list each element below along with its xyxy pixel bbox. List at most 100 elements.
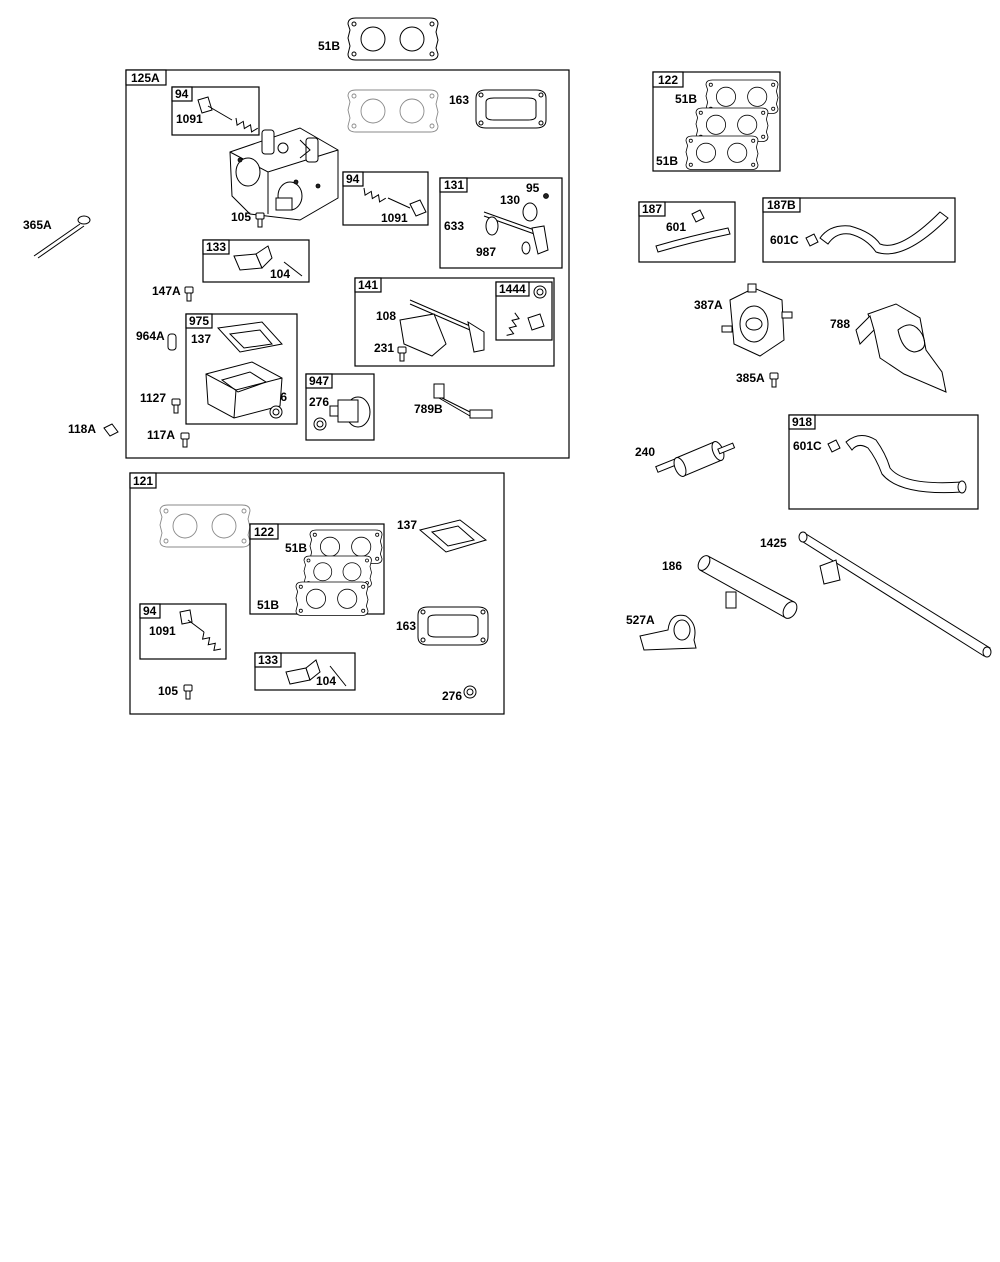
label-788: 788 bbox=[830, 317, 850, 331]
group-947-box bbox=[305, 373, 375, 441]
group-133-a-tag bbox=[202, 239, 230, 255]
solenoid-947 bbox=[313, 396, 371, 431]
carburetor-body bbox=[229, 127, 339, 221]
gasket-163-b bbox=[417, 606, 489, 646]
group-94-a-box bbox=[171, 86, 260, 136]
label-240: 240 bbox=[635, 445, 655, 459]
label-117A: 117A bbox=[147, 428, 175, 442]
group-121-tag bbox=[129, 472, 157, 489]
group-131-label: 131 bbox=[444, 178, 464, 192]
group-122-a-box bbox=[652, 71, 781, 172]
float-bowl-975 bbox=[205, 321, 283, 419]
label-163-b: 163 bbox=[396, 619, 416, 633]
group-141-label: 141 bbox=[358, 278, 378, 292]
clamp-527A bbox=[639, 614, 697, 651]
label-105-a: 105 bbox=[231, 210, 251, 224]
label-104-a: 104 bbox=[270, 267, 290, 281]
group-187-label: 187 bbox=[642, 202, 662, 216]
group-187B-label: 187B bbox=[767, 198, 796, 212]
group-133-b-box bbox=[254, 652, 356, 691]
parts-1444 bbox=[506, 285, 547, 338]
gasket-ghost-121 bbox=[159, 504, 251, 548]
gasket-51B-top bbox=[347, 17, 439, 61]
label-1127: 1127 bbox=[140, 391, 166, 405]
fuel-pump-387A bbox=[721, 283, 793, 357]
tube-1425 bbox=[798, 531, 992, 658]
label-104-b: 104 bbox=[316, 674, 336, 688]
group-125A-box bbox=[125, 69, 570, 459]
screw-1127 bbox=[171, 398, 181, 414]
group-947-label: 947 bbox=[309, 374, 329, 388]
group-131-tag bbox=[439, 177, 468, 193]
group-122-b-tag bbox=[249, 523, 279, 540]
label-1091-b: 1091 bbox=[381, 211, 408, 225]
group-133-b-tag bbox=[254, 652, 282, 668]
label-601C-a: 601C bbox=[770, 233, 799, 247]
group-133-a-box bbox=[202, 239, 310, 283]
label-964A: 964A bbox=[136, 329, 165, 343]
group-94-b-box bbox=[342, 171, 429, 226]
group-1444-tag bbox=[495, 281, 530, 297]
label-186: 186 bbox=[662, 559, 682, 573]
group-187B-box bbox=[762, 197, 956, 263]
fuel-line-187B bbox=[805, 211, 949, 255]
needle-screw-a bbox=[197, 96, 259, 135]
group-94-b-label: 94 bbox=[346, 172, 360, 186]
group-122-a-tag bbox=[652, 71, 684, 88]
group-918-box bbox=[788, 414, 979, 510]
float-133-b bbox=[285, 659, 347, 687]
group-94-b-tag bbox=[342, 171, 364, 187]
screw-385A bbox=[769, 372, 779, 388]
group-94-a-label: 94 bbox=[175, 87, 189, 101]
group-975-box bbox=[185, 313, 298, 425]
fuel-line-918 bbox=[827, 435, 967, 494]
group-122-b-label: 122 bbox=[254, 525, 274, 539]
label-385A: 385A bbox=[736, 371, 765, 385]
group-122-a-label: 122 bbox=[658, 73, 678, 87]
label-51B-b1: 51B bbox=[285, 541, 307, 555]
group-94-c-label: 94 bbox=[143, 604, 157, 618]
needle-screw-b bbox=[360, 187, 427, 217]
fuel-filter-240 bbox=[655, 441, 736, 477]
label-387A: 387A bbox=[694, 298, 723, 312]
label-1091-c: 1091 bbox=[149, 624, 176, 638]
washer-276-c bbox=[463, 685, 477, 699]
label-118A: 118A bbox=[68, 422, 96, 436]
float-133-a bbox=[233, 245, 303, 277]
label-137-b: 137 bbox=[397, 518, 417, 532]
group-125A-tag bbox=[125, 69, 167, 86]
gasket-137-b bbox=[418, 519, 488, 553]
group-94-c-tag bbox=[139, 603, 161, 619]
wire-harness-789B bbox=[433, 383, 493, 419]
label-51B-b2: 51B bbox=[257, 598, 279, 612]
label-137-a: 137 bbox=[191, 332, 211, 346]
label-51B-top: 51B bbox=[318, 39, 340, 53]
label-1425: 1425 bbox=[760, 536, 787, 550]
label-95: 95 bbox=[526, 181, 540, 195]
group-141-box bbox=[354, 277, 555, 367]
group-94-c-box bbox=[139, 603, 227, 660]
bracket-788 bbox=[855, 303, 947, 393]
part-964A bbox=[167, 333, 177, 351]
group-187-tag bbox=[638, 201, 666, 217]
gasket-51B-r2 bbox=[685, 135, 759, 171]
gasket-51B-b2 bbox=[295, 581, 369, 616]
group-918-tag bbox=[788, 414, 816, 430]
label-147A: 147A bbox=[152, 284, 181, 298]
label-231: 231 bbox=[374, 341, 394, 355]
screw-147A bbox=[184, 286, 194, 302]
group-1444-label: 1444 bbox=[499, 282, 526, 296]
group-141-tag bbox=[354, 277, 382, 293]
throttle-shaft-assembly bbox=[397, 299, 485, 362]
label-601C-b: 601C bbox=[793, 439, 822, 453]
plug-118A bbox=[103, 423, 119, 437]
label-276-b: 276 bbox=[309, 395, 329, 409]
group-133-a-label: 133 bbox=[206, 240, 226, 254]
group-918-label: 918 bbox=[792, 415, 812, 429]
bolt-365A bbox=[33, 215, 91, 259]
choke-shaft-assembly bbox=[483, 193, 549, 255]
label-1091-a: 1091 bbox=[176, 112, 203, 126]
label-987: 987 bbox=[476, 245, 496, 259]
group-975-tag bbox=[185, 313, 213, 329]
